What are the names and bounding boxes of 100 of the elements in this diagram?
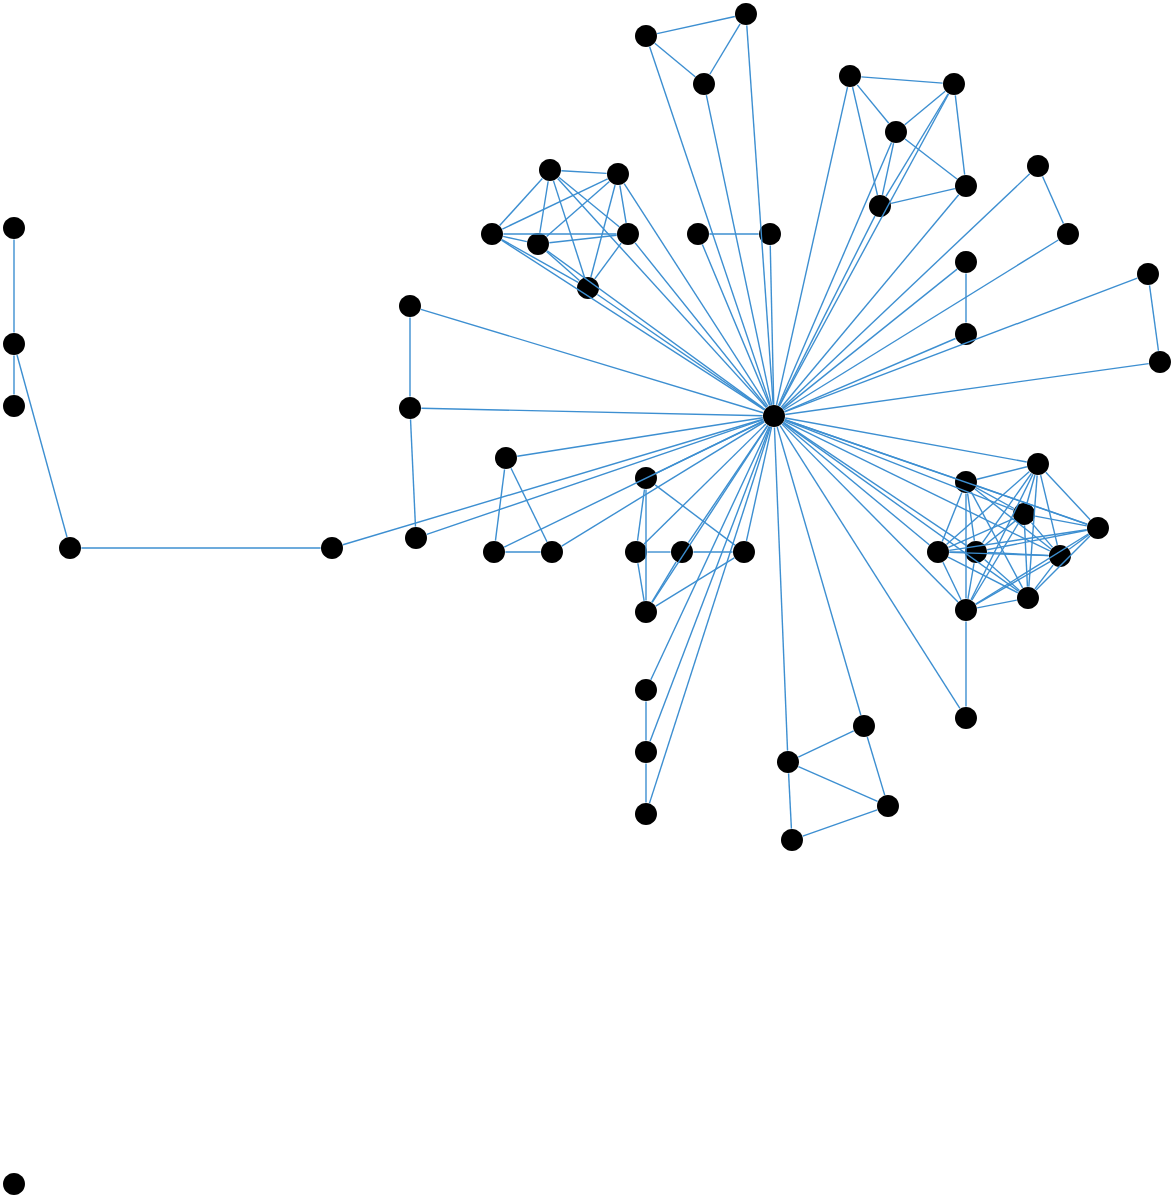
graph-vertex [869, 195, 891, 217]
edge-line [778, 215, 876, 407]
edge-line [1068, 534, 1090, 550]
edge-line [654, 484, 736, 546]
edge-line [784, 417, 1028, 463]
edge-line [781, 173, 1031, 409]
edge-line [945, 470, 1031, 546]
graph-vertex [955, 707, 977, 729]
edge-line [1148, 284, 1160, 352]
graph-vertex [955, 175, 977, 197]
edge-line [13, 354, 15, 396]
edge-line [545, 250, 581, 282]
edge-line [510, 467, 548, 543]
edge-line [904, 90, 946, 126]
edge-line [975, 561, 1051, 606]
edge-line [498, 177, 544, 227]
edge-line [975, 486, 1015, 510]
graph-vertex [1137, 263, 1159, 285]
graph-vertex [955, 323, 977, 345]
edge-line [984, 520, 1016, 546]
edge-line [409, 316, 411, 398]
graph-vertex [927, 541, 949, 563]
graph-vertex [3, 395, 25, 417]
edge-line [745, 426, 773, 542]
graph-vertex [885, 121, 907, 143]
edge-line [548, 234, 618, 244]
edge-line [780, 194, 960, 408]
edge-line [705, 94, 773, 406]
edge-line [636, 488, 646, 542]
edge-line [552, 180, 586, 278]
edge-line [501, 178, 609, 230]
edge-line [13, 238, 15, 334]
edge-line [649, 425, 771, 743]
edge-line [976, 599, 1018, 609]
edge-line [904, 138, 958, 180]
edge-line [502, 233, 618, 235]
edge-line [494, 468, 506, 542]
graph-vertex [735, 3, 757, 25]
graph-vertex [577, 277, 599, 299]
edge-line [986, 551, 1050, 557]
graph-vertex [781, 829, 803, 851]
graph-vertex [635, 467, 657, 489]
edge-line [777, 141, 893, 407]
edge-line [1026, 474, 1036, 504]
edge-line [643, 423, 767, 545]
edge-line [947, 517, 1015, 549]
graph-vertex [839, 65, 861, 87]
graph-vertex [635, 803, 657, 825]
edge-line [976, 466, 1028, 480]
edge-line [802, 809, 878, 837]
graph-vertex [1149, 351, 1171, 373]
graph-vertex [607, 163, 629, 185]
graph-vertex [955, 471, 977, 493]
edge-line [947, 556, 1019, 594]
edge-line [778, 93, 950, 407]
graph-vertex [483, 541, 505, 563]
edge-line [687, 424, 769, 544]
edge-line [16, 354, 68, 538]
edge-line [746, 24, 774, 406]
edge-line [965, 620, 967, 708]
graph-vertex [635, 601, 657, 623]
edge-line [779, 424, 961, 710]
graph-vertex [527, 233, 549, 255]
graph-vertex [693, 73, 715, 95]
edge-line [783, 337, 957, 413]
edge-line [781, 423, 959, 603]
edge-line [787, 772, 793, 830]
edge-line [623, 182, 769, 408]
edge-line [976, 485, 1088, 525]
graph-vertex [1049, 545, 1071, 567]
edge-line [776, 426, 862, 716]
edge-line [596, 293, 766, 411]
edge-line [1028, 474, 1038, 588]
edge-line [426, 419, 764, 536]
edge-line [594, 242, 622, 280]
edge-line [342, 418, 764, 546]
edge-line [1030, 521, 1054, 549]
edge-line [502, 235, 528, 243]
edge-line [558, 176, 620, 228]
graph-vertex [759, 223, 781, 245]
graph-vertex [399, 397, 421, 419]
edge-line [590, 184, 616, 278]
edge-line [775, 86, 849, 406]
edge-line [500, 239, 766, 411]
edge-line [701, 243, 771, 407]
edge-line [797, 765, 879, 803]
edge-line [503, 420, 765, 548]
edge-line [981, 472, 1033, 544]
graph-vertex [635, 741, 657, 763]
edge-line [782, 239, 1059, 411]
edge-line [797, 730, 855, 758]
edge-line [1023, 524, 1029, 588]
edge-line [420, 407, 764, 417]
edge-line [1035, 535, 1091, 591]
graph-vertex [763, 405, 785, 427]
graph-vertex [3, 217, 25, 239]
graph-vertex [943, 73, 965, 95]
edge-line [948, 551, 966, 553]
edge-line [971, 523, 1019, 601]
edge-line [974, 533, 1089, 605]
